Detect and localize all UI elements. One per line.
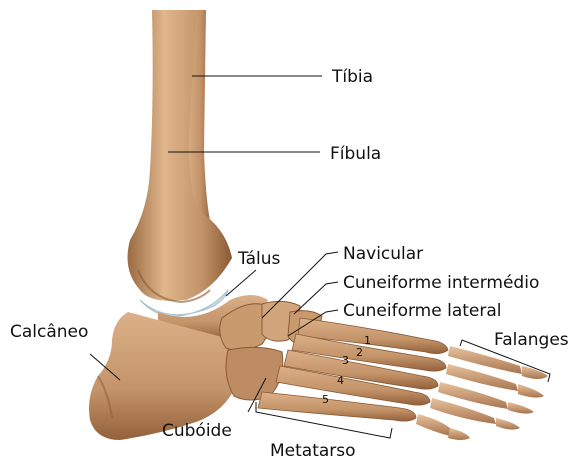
metatarsal-number-3: 3 bbox=[342, 354, 349, 367]
label-navicular: Navicular bbox=[343, 244, 423, 264]
label-cuboide: Cubóide bbox=[162, 421, 232, 441]
metatarsal-number-4: 4 bbox=[337, 374, 344, 387]
tibia-bone bbox=[128, 10, 232, 302]
metatarsal-number-2: 2 bbox=[356, 346, 363, 359]
leader-cuneiforme-intermedio bbox=[294, 282, 338, 314]
label-cuneiforme-intermedio: Cuneiforme intermédio bbox=[343, 273, 539, 293]
leader-talus bbox=[226, 270, 256, 296]
label-tibia: Tíbia bbox=[331, 67, 373, 87]
label-metatarso: Metatarso bbox=[270, 441, 356, 461]
metatarsal-number-5: 5 bbox=[322, 393, 329, 406]
label-talus: Tálus bbox=[237, 249, 280, 269]
cuboid-bone bbox=[226, 347, 283, 400]
label-fibula: Fíbula bbox=[330, 144, 381, 164]
label-falanges: Falanges bbox=[494, 330, 569, 350]
label-calcaneo: Calcâneo bbox=[10, 322, 88, 342]
metatarsal-number-1: 1 bbox=[364, 334, 371, 347]
label-cuneiforme-lateral: Cuneiforme lateral bbox=[343, 301, 502, 321]
